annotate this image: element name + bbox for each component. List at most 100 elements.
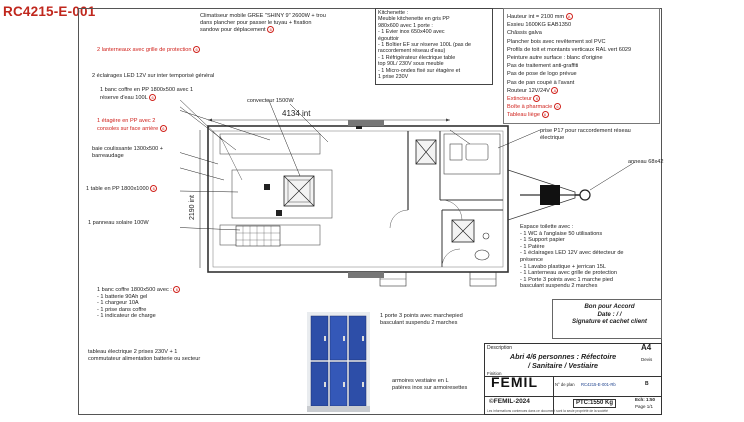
note-number-badge: 6 — [541, 111, 549, 119]
porte-label: 1 porte 3 points avec marchepied bascula… — [380, 313, 463, 326]
cabin-outer-wall — [207, 125, 509, 273]
left-label: 1 étagère en PP avec 2 — [97, 118, 156, 124]
note-number-badge: A — [551, 86, 559, 94]
spec-line: Essieu 1600KG EAB1350 — [507, 22, 572, 29]
spec-line: Tableau liège 6 — [507, 111, 656, 119]
wheel-icon — [348, 120, 384, 126]
climatiseur-label: Climatiseur mobile GREE "SHINY 9" 2600W … — [200, 13, 326, 34]
solar-panel-icon — [235, 225, 281, 247]
hitch-ring-icon — [579, 189, 591, 201]
kitchenette-box: Kitchenette :Meuble kitchenette en gris … — [375, 8, 493, 85]
toilette-line: - 1 Porte 3 points avec 1 marche pied — [520, 276, 613, 283]
bench-top — [219, 133, 321, 155]
document-reference: RC4215-E-001 — [3, 4, 96, 19]
kitchenette-line: Meuble kitchenette en gris PP — [378, 16, 450, 23]
toilette-line: - 1 Patère — [520, 243, 545, 250]
note-number-badge: 6 — [267, 26, 275, 34]
drawing-title: Abri 4/6 personnes : Réfectoire / Sanita… — [509, 352, 617, 370]
sink-icon — [465, 143, 489, 161]
locker-photo — [307, 312, 370, 412]
devis-label: Devis — [641, 357, 653, 362]
kitchenette-line: raccordement réseau d'eau) — [378, 48, 446, 55]
signature-text: Bon pour Accord Date : / / Signature et … — [572, 303, 647, 326]
depth-dimension-label: 2190 int — [189, 195, 196, 220]
femil-logo: FEMIL — [491, 374, 538, 390]
toilette-line: - 1 Lanterneau avec grille de protection — [520, 270, 618, 277]
note-number-badge: 6 — [150, 185, 158, 192]
left-label: 2 éclairages LED 12V sur inter temporisé… — [92, 73, 215, 79]
kitchenette-line: Kitchenette : — [378, 10, 408, 16]
jack-icon — [540, 185, 560, 205]
format-label: A4 — [641, 343, 652, 352]
kitchenette-line: - 1 Evier inox 650x400 avec — [378, 29, 445, 36]
finition-label: Finition — [487, 371, 502, 376]
left-label: barreaudage — [92, 153, 124, 159]
note-number-badge: 6 — [193, 46, 201, 53]
kitchenette-line: top 90L/ 230V sous meuble — [378, 61, 444, 68]
spec-line: Profils de toit et montants verticaux RA… — [507, 46, 632, 53]
kitchen-counter — [443, 133, 501, 175]
led-light-icon — [276, 210, 282, 216]
note-number-badge: 6 — [533, 95, 541, 103]
left-label: consoles sur face arrière 6 — [97, 125, 167, 133]
table — [231, 169, 333, 219]
drawing-frame — [78, 8, 662, 415]
left-label: 1 panneau solaire 100W — [88, 220, 149, 226]
left-label: baie coulissante 1300x500 + — [92, 146, 164, 152]
note-number-badge: 6 — [149, 94, 157, 101]
spec-line: Routeur 12V/24V A — [507, 86, 656, 95]
toilette-line: - 1 Support papier — [520, 237, 565, 244]
banc-coffre-spec: 1 banc coffre 1800x500 avec : 6 - 1 batt… — [97, 286, 181, 320]
spec-line: Peinture autre surface : blanc d'origine — [507, 55, 603, 62]
spec-line: Boîte à pharmacie 6 — [507, 103, 656, 111]
kitchenette-line: 980x600 avec 1 porte : — [378, 22, 433, 29]
note-number-badge: A — [565, 13, 573, 21]
copyright: ©FEMIL-2024 — [489, 398, 530, 405]
kitchenette-line: - 1 Boîtier EF sur réserve 100L (pas de — [378, 42, 471, 49]
led-light-icon — [264, 184, 270, 190]
note-number-badge: 6 — [159, 125, 167, 132]
left-label: réserve d'eau 100L 6 — [100, 94, 157, 102]
indice-value: B — [645, 381, 649, 387]
ptc-value: PTC:1550 Kg — [573, 399, 617, 408]
note-number-badge: 6 — [173, 286, 181, 293]
note-number-badge: 6 — [553, 103, 561, 111]
spec-line: Châssis galva — [507, 30, 542, 37]
spec-line: Plancher bois avec revêtement sol PVC — [507, 38, 606, 45]
spec-line: Pas de pose de logo prévue — [507, 71, 577, 78]
convecteur-label: convecteur 1500W — [247, 98, 294, 104]
toilette-line: Espace toilette avec : — [520, 224, 574, 230]
door-swing — [441, 199, 463, 221]
wheel-icon — [348, 272, 384, 278]
signature-box — [552, 299, 662, 339]
page-value: Page 1/1 — [635, 404, 654, 409]
spec-line: Pas de traitement anti-graffiti — [507, 63, 579, 70]
title-block: Description Abri 4/6 personnes : Réfecto… — [484, 343, 662, 415]
floor-plan-drawing: 4134 int 2190 int — [180, 100, 636, 287]
toilet-icon — [474, 249, 490, 261]
toilette-line: - 1 WC à l'anglaise 50 utilisations — [520, 230, 603, 237]
footer-note: Les informations contenues dans ce docum… — [487, 409, 608, 413]
left-label: 2 lanterneaux avec grille de protection … — [97, 46, 201, 54]
scale-value: Ech: 1:50 — [635, 397, 656, 402]
spec-line: Hauteur int = 2100 mm A — [507, 13, 656, 21]
kitchenette-line: - 1 Réfrigérateur électrique table — [378, 54, 456, 61]
toilette-line: - 1 éclairages LED 12V avec détecteur de — [520, 250, 624, 257]
width-dimension-label: 4134 int — [282, 109, 311, 118]
description-label: Description — [487, 345, 513, 351]
kitchenette-line: égouttoir — [378, 35, 399, 42]
spec-line: Extincteur 6 — [507, 95, 656, 103]
kitchenette-line: 1 prise 230V — [378, 74, 409, 81]
plan-number-label: N° de plan — [555, 382, 575, 387]
spec-line: Pas de pan coupé à l'avant — [507, 79, 575, 86]
left-label: 1 banc coffre en PP 1800x500 avec 1 — [100, 87, 194, 93]
kitchenette-line: - 1 Micro-ondes fixé sur étagère et — [378, 67, 461, 74]
toilette-line: basculant suspendu 2 marches — [520, 283, 598, 290]
toilette-line: présence — [520, 256, 544, 263]
towbar — [507, 169, 576, 221]
plan-number: RC4215-E-001-Rb — [581, 382, 616, 387]
anneau-label: anneau 68x42 — [628, 159, 664, 165]
tableau-electrique-label: tableau électrique 2 prises 230V + 1 com… — [88, 349, 201, 362]
prise-label: prise P17 pour raccordement réseau élect… — [540, 128, 631, 141]
